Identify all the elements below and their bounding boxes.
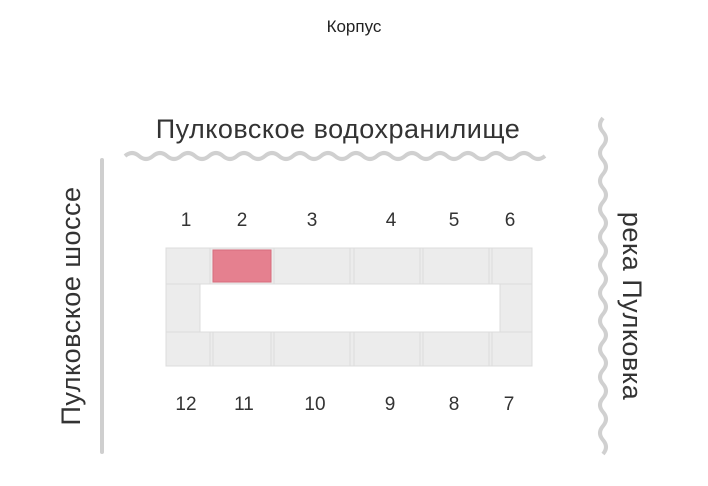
river-label: река Пулковка	[617, 212, 647, 401]
section-11[interactable]	[212, 331, 272, 367]
section-number-10: 10	[304, 394, 325, 415]
section-number-3: 3	[307, 210, 318, 231]
section-number-9: 9	[385, 394, 396, 415]
right-wing	[499, 283, 533, 333]
left-wing	[165, 283, 201, 333]
section-4[interactable]	[353, 247, 421, 285]
section-12[interactable]	[165, 331, 211, 367]
section-number-11: 11	[234, 394, 254, 415]
section-1[interactable]	[165, 247, 211, 285]
section-number-4: 4	[386, 210, 397, 231]
reservoir-label: Пулковское водохранилище	[156, 114, 521, 144]
section-number-6: 6	[505, 210, 516, 231]
section-number-5: 5	[449, 210, 460, 231]
section-number-2: 2	[237, 210, 248, 231]
river-wave	[598, 116, 608, 456]
section-10[interactable]	[273, 331, 351, 367]
section-2[interactable]	[212, 249, 272, 283]
highway-label: Пулковское шоссе	[56, 186, 86, 425]
section-number-8: 8	[449, 394, 460, 415]
section-8[interactable]	[422, 331, 490, 367]
section-6[interactable]	[491, 247, 533, 285]
section-number-1: 1	[181, 210, 192, 231]
section-9[interactable]	[353, 331, 421, 367]
page-title: Корпус	[326, 17, 382, 36]
section-5[interactable]	[422, 247, 490, 285]
section-number-7: 7	[504, 394, 515, 415]
section-number-12: 12	[175, 394, 196, 415]
section-7[interactable]	[491, 331, 533, 367]
reservoir-wave	[123, 151, 547, 161]
section-3[interactable]	[273, 247, 351, 285]
